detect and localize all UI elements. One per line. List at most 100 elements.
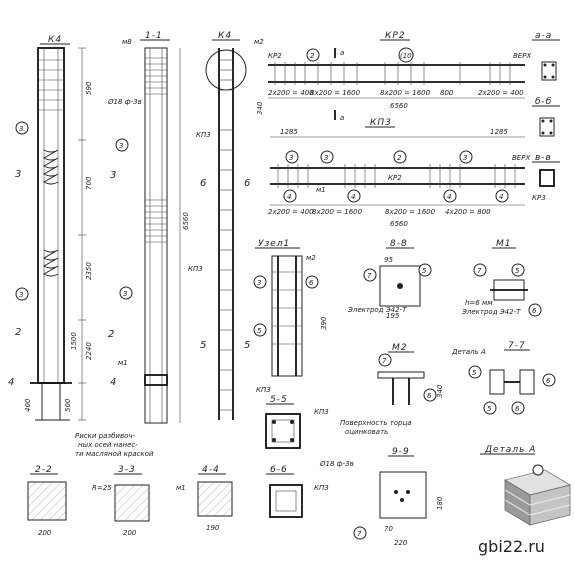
kp3-seg1: 2x200 = 400 [268,208,314,216]
dim-590: 590 [85,81,93,95]
column-elevation-k4-left: К4 590 700 2350 2240 1500 400 500 [8,35,154,458]
callout-5-77b: 5 [487,405,492,413]
dim-390-uzel: 390 [320,316,328,330]
section-mark-5: 5 [200,340,206,351]
label-kp3-55: КП3 [314,408,329,416]
callout-5-88: 5 [422,267,427,275]
dim-1285-right: 1285 [490,128,508,136]
callout-9-88: 7 [367,272,372,280]
detail-a-and-7-7: Деталь А 7-7 5 6 5 6 [451,341,556,415]
kr2-bepx: ВЕРХ [513,52,531,60]
section-2-2: 2-2 200 [27,465,67,537]
section-mark-3: 3 [15,169,21,180]
dim-1285-left: 1285 [280,128,298,136]
section-a-bottom: а [340,114,344,122]
dim-345: 340 [256,101,264,115]
view-title-detail-a-small: Деталь А [451,348,486,356]
section-a-top: а [340,49,344,57]
view-title-detail-a-big: Деталь А [484,445,536,455]
kp3-seg2: 8x200 = 1600 [312,208,363,216]
callout-9-m2: 7 [382,357,387,365]
view-title-a-a: а-а [535,31,552,41]
kp3-total: 6560 [390,220,408,228]
callout-3-kp3c: 3 [463,154,467,162]
callout-9-99: 7 [357,530,362,538]
callout-3-mid-low: 3 [123,290,127,298]
label-kr3-tag: КР3 [532,194,546,202]
note-risk-line2: ных осей нанес- [78,441,138,449]
section-1-1-elevation: 1-1 м8 Ø18 ф-3в м1 3 3 3 2 4 6560 [107,31,190,424]
kp3-bepx: ВЕРХ [512,154,530,162]
section-mark-5b: 5 [244,340,250,351]
section-mark-2-mid: 2 [108,329,114,340]
callout-2-kr2: 2 [310,52,315,60]
view-title-m1: М1 [496,239,512,249]
note-surf-line2: оцинковать [345,428,388,436]
label-h6mm: h=6 мм [465,299,493,307]
watermark-text: gbi22.ru [478,537,545,556]
dim-180-99: 180 [436,496,444,510]
frame-kr2: КР2 2x200 = 400 8x200 = 1600 8x200 = 160… [268,31,531,122]
view-title-2-2: 2-2 [35,465,53,475]
section-4-4: 4-4 м1 190 [176,465,233,532]
section-mark-2: 2 [15,327,21,338]
embedded-part-m1: М1 h=6 мм Электрод Э42-Т 7 5 6 [461,239,542,317]
dim-70-99: 70 [384,525,393,533]
dim-1500: 1500 [70,332,78,350]
view-title-k4-left: К4 [48,35,62,45]
section-mark-3-mid: 3 [110,170,116,181]
section-mark-6: 6 [200,178,206,189]
dim-190-44: 190 [206,524,220,532]
view-title-9-9: 9-9 [392,447,410,457]
view-title-6-6: 6-6 [270,465,288,475]
label-kp3-66: КП3 [314,484,329,492]
dim-500: 500 [64,398,72,412]
view-title-k4-right: К4 [218,31,232,41]
dim-220: 220 [394,539,408,547]
kr2-seg1: 2x200 = 400 [268,89,314,97]
view-title-b-b: б-б [535,97,552,107]
view-title-5-5: 5-5 [270,395,288,405]
embedded-part-m2: М2 Поверхность торца оцинковать 7 6 340 [340,343,444,436]
callout-8-m2: 6 [427,392,432,400]
dim-6560-vertical: 6560 [182,212,190,230]
node-uzel-1: Узел1 м2 КП3 6 3 5 390 [253,239,328,394]
kp3-seg4: 4x200 = 800 [445,208,491,216]
dim-200-22: 200 [38,529,52,537]
callout-4-kp3d: 4 [499,193,503,201]
callout-2-kp3: 2 [397,154,402,162]
callout-5-77a: 5 [472,369,477,377]
callout-6-77: 6 [546,377,551,385]
dim-2350: 2350 [85,262,93,280]
label-elektr-m1: Электрод Э42-Т [461,308,521,316]
callout-3-kp3b: 3 [324,154,328,162]
kp3-m1: м1 [316,186,326,194]
label-diam: Ø18 ф-3в [107,98,142,106]
callout-3-uzel: 3 [257,279,261,287]
callout-6-77b: 6 [515,405,520,413]
dim-340-m2: 340 [436,384,444,398]
section-3-3: 3-3 R=25 200 [92,465,150,537]
label-m1: м1 [118,359,128,367]
callout-4-kp3c: 4 [447,193,451,201]
callout-3-left-low: 3 [19,291,23,299]
view-title-4-4: 4-4 [202,465,220,475]
section-mark-4-mid: 4 [110,377,116,388]
dim-195: 195 [386,312,400,320]
view-title-v-v: в-в [535,153,552,163]
label-kp3-bottom: КП3 [188,265,203,273]
kr2-seg2: 8x200 = 1600 [310,89,361,97]
kr2-side: КР2 [268,52,282,60]
section-6-6: 6-6 КП3 [266,465,329,518]
label-m8: м8 [122,38,132,46]
label-m1-44: м1 [176,484,186,492]
callout-3-kp3a: 3 [289,154,293,162]
callout-5-m1: 5 [515,267,520,275]
kr2-seg3: 8x200 = 1600 [380,89,431,97]
section-mark-4: 4 [8,377,14,388]
label-r25: R=25 [92,484,112,492]
label-diam-99: Ø18 ф-3в [319,460,354,468]
callout-3-mid: 3 [119,142,123,150]
frame-kp3: КП3 1285 1285 2x200 = 400 8x200 = 1600 8… [268,118,530,228]
callout-5-uzel: 5 [257,327,262,335]
